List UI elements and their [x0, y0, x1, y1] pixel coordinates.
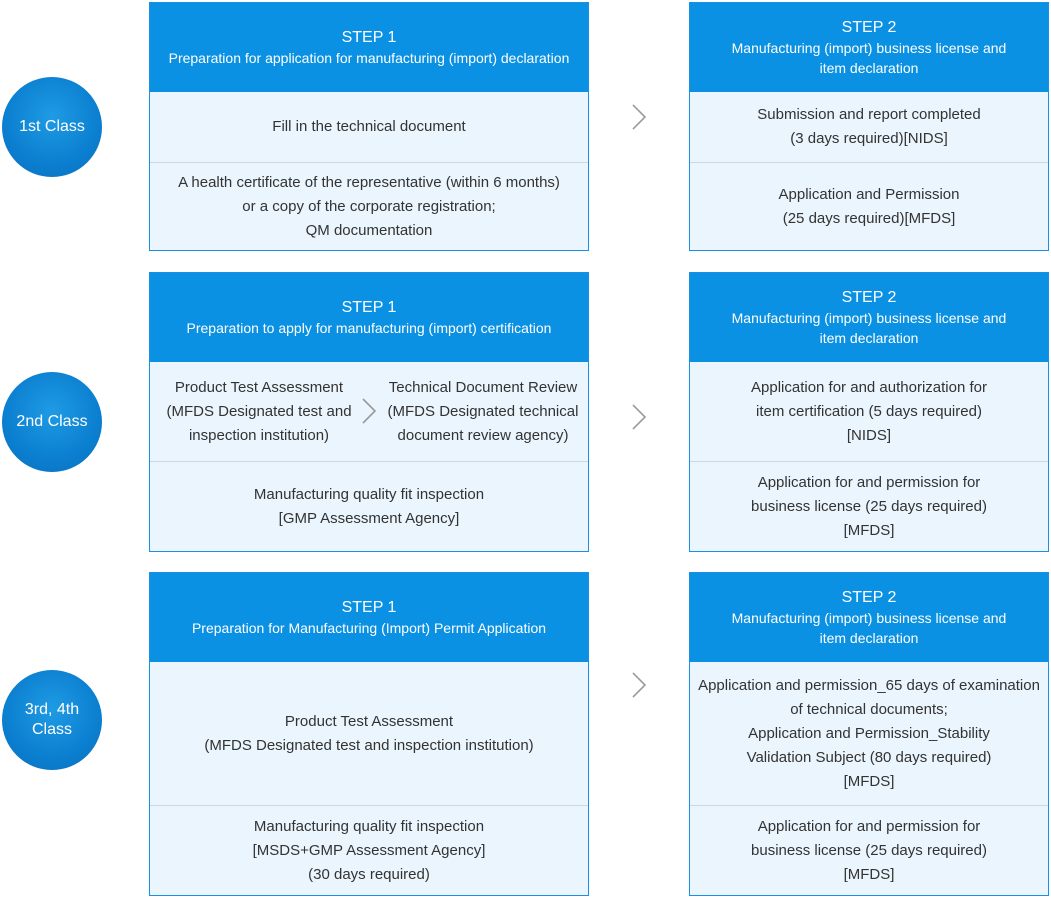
row2-step1-header: STEP 1 Preparation to apply for manufact…: [150, 273, 588, 362]
divider: [690, 461, 1048, 462]
step-label: STEP 1: [341, 598, 397, 616]
row3-step1-cell-2: Manufacturing quality fit inspection [MS…: [252, 817, 486, 883]
step-title: Preparation for application for manufact…: [168, 49, 570, 66]
row1-step2-cell-2: Application and Permission (25 days requ…: [778, 185, 960, 227]
divider: [690, 805, 1048, 806]
row3-step2-panel: STEP 2 Manufacturing (import) business l…: [689, 572, 1049, 896]
chevron-right-icon: [629, 102, 649, 132]
step-title: Manufacturing (import) business license …: [731, 309, 1007, 346]
row3-step1-panel: STEP 1 Preparation for Manufacturing (Im…: [149, 572, 589, 896]
step-title: Manufacturing (import) business license …: [731, 609, 1007, 646]
step-label: STEP 2: [841, 18, 897, 36]
chevron-right-icon: [359, 396, 379, 426]
row3-step2-cell-2: Application for and permission for busin…: [751, 817, 987, 883]
row3-step1-header: STEP 1 Preparation for Manufacturing (Im…: [150, 573, 588, 662]
row3-step1-cell-1: Product Test Assessment (MFDS Designated…: [204, 712, 534, 754]
step-title: Preparation to apply for manufacturing (…: [186, 319, 552, 336]
row3-step2-header: STEP 2 Manufacturing (import) business l…: [690, 573, 1048, 662]
step-label: STEP 1: [341, 28, 397, 46]
technical-document-review: Technical Document Review (MFDS Designat…: [387, 378, 579, 444]
row2-step1-split: Product Test Assessment (MFDS Designated…: [150, 362, 588, 461]
divider: [150, 461, 588, 462]
row1-step1-cell-2: A health certificate of the representati…: [178, 173, 560, 239]
step-label: STEP 2: [841, 588, 897, 606]
divider: [690, 162, 1048, 163]
class-badge-1st: 1st Class: [2, 77, 102, 177]
row2-step2-cell-2: Application for and permission for busin…: [751, 473, 987, 539]
step-title: Preparation for Manufacturing (Import) P…: [191, 619, 547, 636]
step-title: Manufacturing (import) business license …: [731, 39, 1007, 76]
class-badge-3rd-4th: 3rd, 4th Class: [2, 670, 102, 770]
step-label: STEP 1: [341, 298, 397, 316]
chevron-right-icon: [629, 670, 649, 700]
row1-step1-cell-1: Fill in the technical document: [272, 118, 466, 135]
row1-step1-header: STEP 1 Preparation for application for m…: [150, 3, 588, 92]
row2-step1-panel: STEP 1 Preparation to apply for manufact…: [149, 272, 589, 552]
row1-step2-header: STEP 2 Manufacturing (import) business l…: [690, 3, 1048, 92]
class-badge-2nd: 2nd Class: [2, 372, 102, 472]
product-test-assessment: Product Test Assessment (MFDS Designated…: [166, 378, 352, 444]
row2-step2-header: STEP 2 Manufacturing (import) business l…: [690, 273, 1048, 362]
row2-step1-cell-1: Manufacturing quality fit inspection [GM…: [253, 485, 485, 527]
step-label: STEP 2: [841, 288, 897, 306]
row1-step2-panel: STEP 2 Manufacturing (import) business l…: [689, 2, 1049, 251]
divider: [150, 162, 588, 163]
row1-step1-panel: STEP 1 Preparation for application for m…: [149, 2, 589, 251]
row2-step2-panel: STEP 2 Manufacturing (import) business l…: [689, 272, 1049, 552]
divider: [150, 805, 588, 806]
row3-step2-cell-1: Application and permission_65 days of ex…: [698, 676, 1040, 790]
chevron-right-icon: [629, 402, 649, 432]
row2-step2-cell-1: Application for and authorization for it…: [751, 378, 987, 444]
row1-step2-cell-1: Submission and report completed (3 days …: [757, 106, 981, 147]
